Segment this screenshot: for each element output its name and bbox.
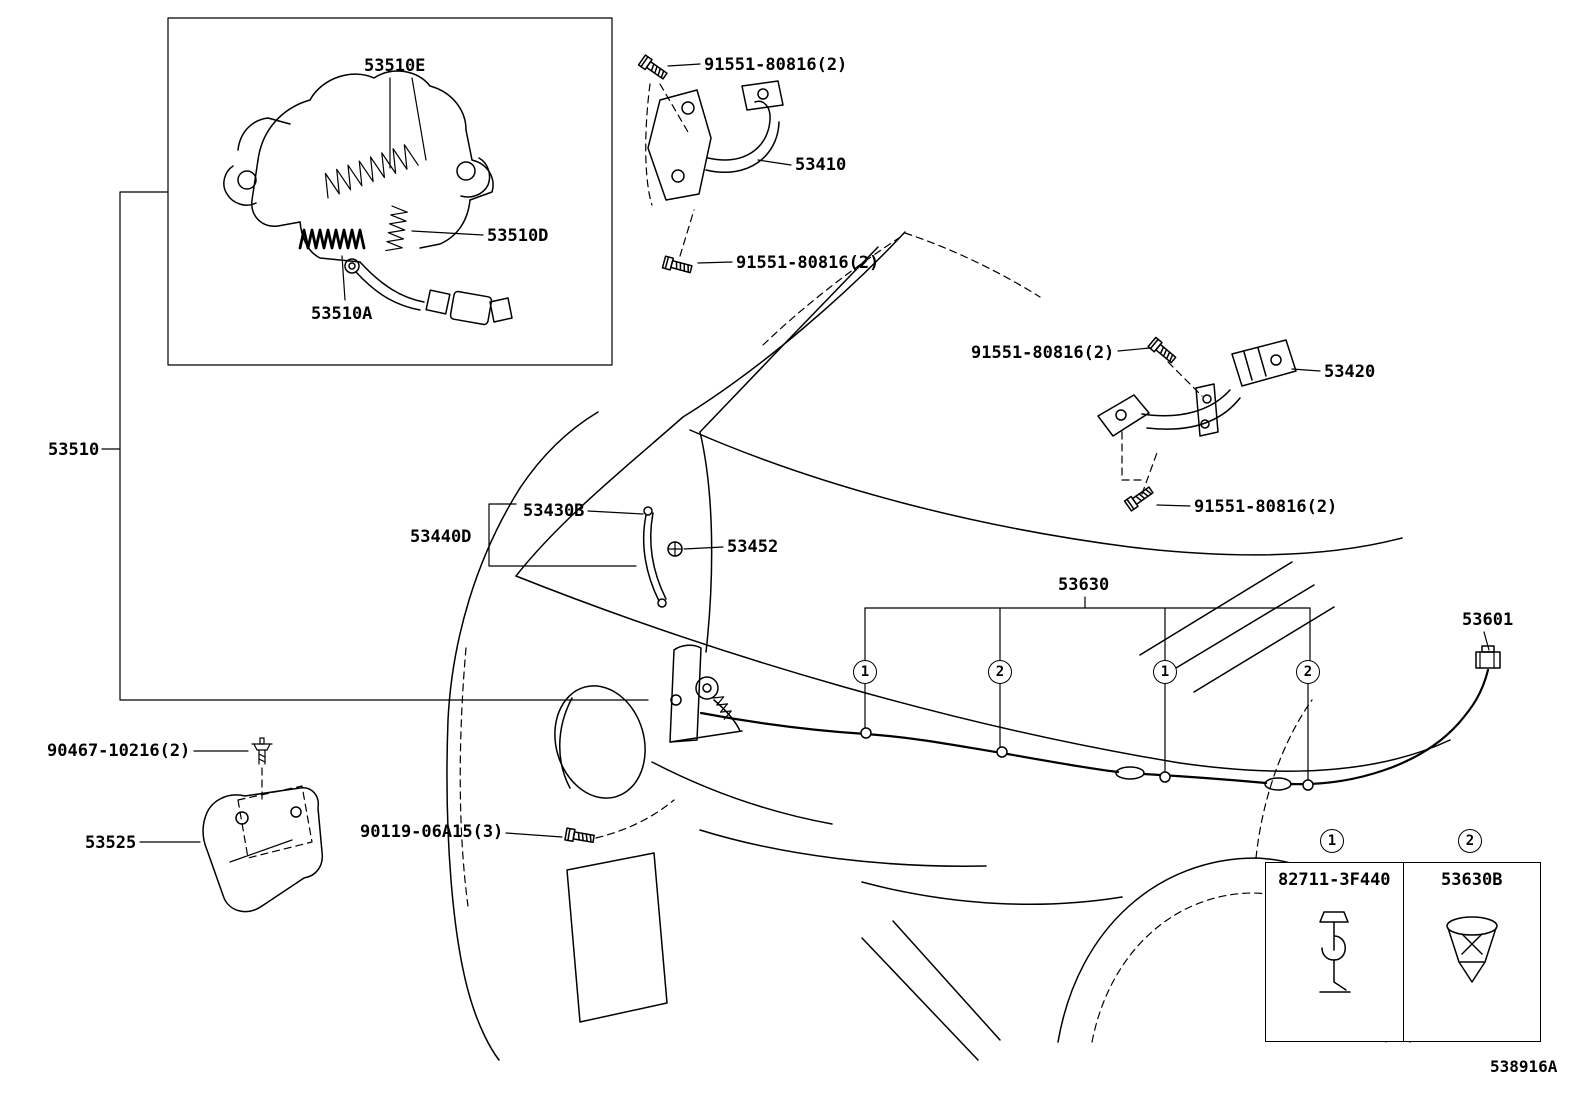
- part-label-53510E: 53510E: [364, 56, 426, 76]
- legend-part-number: 53630B: [1441, 870, 1503, 890]
- hood-support-rod: [488, 503, 724, 608]
- part-label-91551-a: 91551-80816(2): [704, 55, 848, 75]
- part-label-53420: 53420: [1324, 362, 1376, 382]
- part-label-53430B: 53430B: [523, 501, 585, 521]
- callout-badge-1: 1: [853, 660, 877, 684]
- part-label-53440D: 53440D: [410, 527, 472, 547]
- diagram-id: 538916A: [1490, 1057, 1558, 1076]
- hood-lock-inset-drawing: [223, 70, 513, 326]
- legend-part-number: 82711-3F440: [1277, 870, 1391, 890]
- car-body-outline: [446, 231, 1451, 1061]
- callout-badge-2: 2: [988, 660, 1012, 684]
- part-label-53601: 53601: [1462, 610, 1514, 630]
- part-label-53410: 53410: [795, 155, 847, 175]
- spring-53510D: [385, 205, 408, 252]
- clip-82711-icon: [1319, 911, 1351, 993]
- part-drawing-53525: [139, 737, 675, 913]
- inset-leaders: [341, 77, 484, 301]
- part-label-53525: 53525: [85, 833, 137, 853]
- legend-cell-2: 53630B: [1402, 863, 1541, 1041]
- part-label-91551-d: 91551-80816(2): [1194, 497, 1338, 517]
- legend-callout-2: 2: [1458, 829, 1482, 853]
- part-drawing-53420: [1097, 336, 1321, 512]
- callout-badge-3: 1: [1153, 660, 1177, 684]
- spring-53510A: [298, 228, 366, 250]
- part-label-53510: 53510: [48, 440, 100, 460]
- leader-53510: [101, 191, 649, 701]
- part-drawing-53410: [637, 54, 792, 276]
- part-label-53510A: 53510A: [311, 304, 373, 324]
- legend-cell-1: 82711-3F440: [1266, 863, 1403, 1041]
- hood-release-cable: [699, 596, 1501, 791]
- legend-callout-1: 1: [1320, 829, 1344, 853]
- part-label-90467: 90467-10216(2): [47, 741, 191, 761]
- part-label-53452: 53452: [727, 537, 779, 557]
- part-label-53630: 53630: [1058, 575, 1110, 595]
- hood-lock-main-drawing: [669, 644, 743, 743]
- clip-icon-90467: [251, 737, 273, 765]
- legend-box: 82711-3F440 53630B: [1265, 862, 1541, 1042]
- spring-53510E: [324, 144, 419, 199]
- callout-badge-4: 2: [1296, 660, 1320, 684]
- part-label-90119: 90119-06A15(3): [360, 822, 504, 842]
- part-label-53510D: 53510D: [487, 226, 549, 246]
- part-label-91551-c: 91551-80816(2): [971, 343, 1115, 363]
- part-label-91551-b: 91551-80816(2): [736, 253, 880, 273]
- clip-53630B-icon: [1446, 916, 1498, 983]
